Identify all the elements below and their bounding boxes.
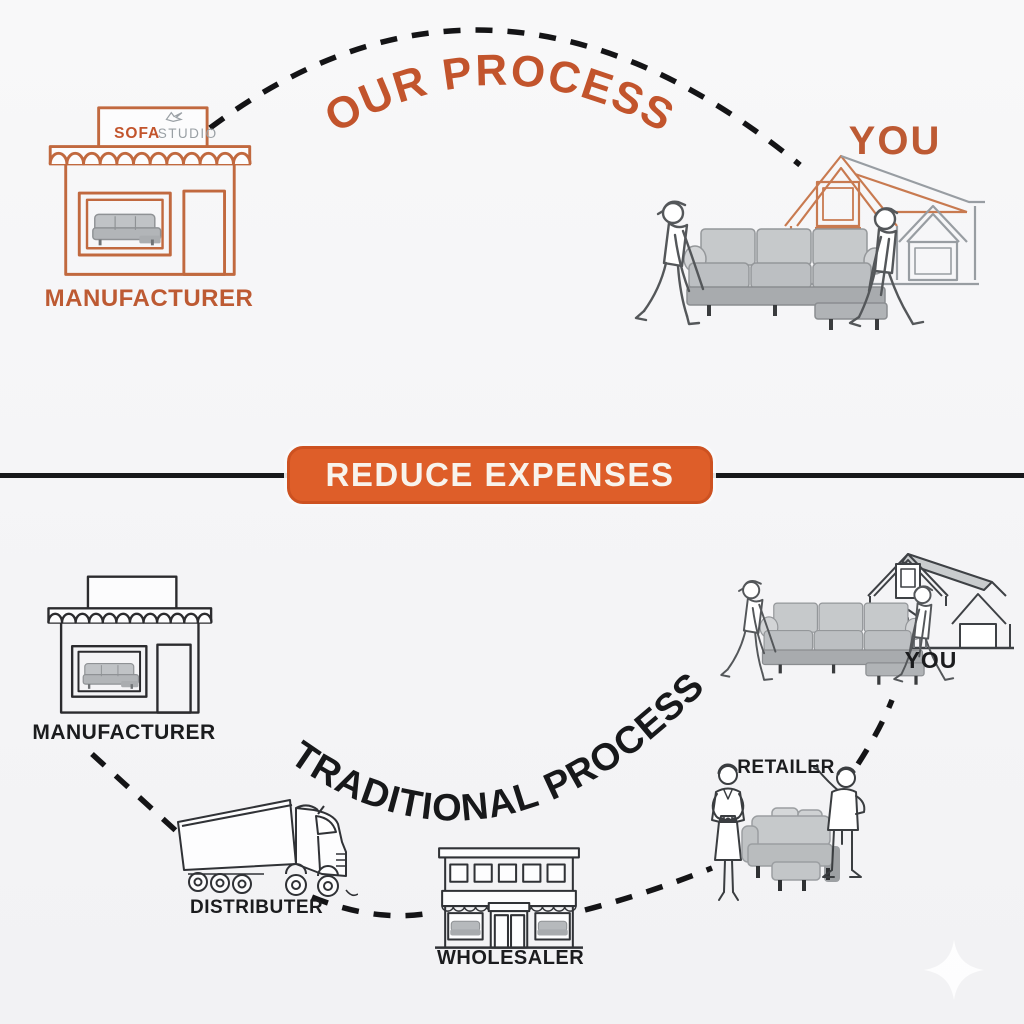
you-label-top: YOU xyxy=(848,119,942,163)
our-process-title: OUR PROCESS xyxy=(317,46,683,143)
distributer-label: DISTRIBUTER xyxy=(190,897,324,918)
delivery-truck-icon xyxy=(177,799,358,897)
top-process-section: SOFA STUDIO MANUFACTURER xyxy=(0,0,1024,470)
retailer-label: RETAILER xyxy=(737,757,835,778)
sofa-studio-store-icon: SOFA STUDIO xyxy=(38,102,260,286)
store-sign-suffix: STUDIO xyxy=(158,126,218,141)
traditional-process-section: MANUFACTURER DISTRIBUTER xyxy=(0,505,1024,1024)
customer-icon xyxy=(813,764,866,878)
store-sign-brand: SOFA xyxy=(114,125,160,142)
you-label-bottom: YOU xyxy=(904,647,958,673)
traditional-process-title: TRADITIONAL PROCESS xyxy=(283,665,713,830)
sofa-in-window-icon xyxy=(450,920,568,936)
bird-icon xyxy=(165,111,183,123)
showroom-sofa-icon xyxy=(741,807,840,891)
banner-label: REDUCE EXPENSES xyxy=(325,456,675,493)
sparkle-icon xyxy=(924,940,984,1000)
dash-retailer-to-you xyxy=(855,698,895,766)
dash-wholesaler-to-retailer xyxy=(584,865,714,913)
saleswoman-icon xyxy=(711,763,745,901)
manufacturer-label-top: MANUFACTURER xyxy=(44,285,254,312)
dash-manufacturer-to-distributer xyxy=(90,751,188,843)
dash-distributer-to-wholesaler xyxy=(310,894,437,919)
wholesaler-store-icon xyxy=(435,847,583,949)
manufacturer-label-bottom: MANUFACTURER xyxy=(32,721,216,744)
reduce-expenses-banner: REDUCE EXPENSES xyxy=(287,446,713,504)
wholesaler-label: WHOLESALER xyxy=(437,947,585,969)
